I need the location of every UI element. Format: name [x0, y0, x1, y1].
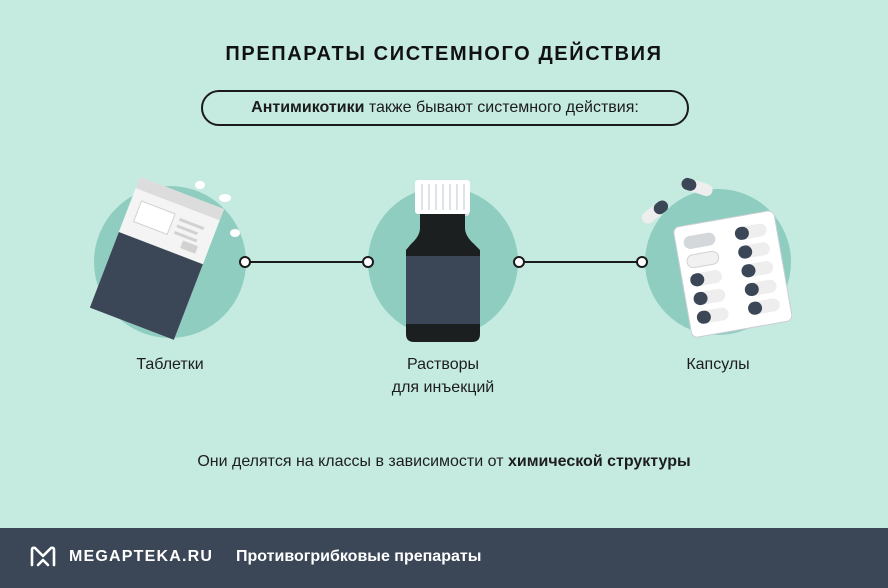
label-solutions-line2: для инъекций	[391, 379, 495, 396]
pill-text: также бывают системного действия:	[364, 99, 639, 116]
illustration	[89, 176, 793, 342]
label-solutions-line1: Растворы	[407, 356, 479, 373]
brand-name[interactable]: MEGAPTEKA.RU	[69, 548, 214, 565]
label-solutions: Растворы для инъекций	[363, 353, 523, 399]
pill-bold-text: Антимикотики	[251, 99, 365, 116]
bottle-icon	[406, 180, 480, 342]
footer-subtitle: Противогрибковые препараты	[236, 548, 482, 565]
subtitle-pill: Антимикотики также бывают системного дей…	[201, 90, 689, 126]
megapteka-logo-icon	[30, 546, 56, 567]
connector-right	[513, 256, 648, 268]
bottom-note-text: Они делятся на классы в зависимости от	[197, 453, 508, 470]
bottom-note: Они делятся на классы в зависимости от х…	[0, 453, 888, 471]
tablet-box-icon	[89, 176, 225, 340]
connector-left	[239, 256, 374, 268]
blister-icon	[673, 210, 793, 338]
label-tablets: Таблетки	[136, 356, 204, 373]
loose-capsules-icon	[641, 177, 713, 224]
bottom-note-bold: химической структуры	[507, 453, 691, 470]
label-capsules: Капсулы	[686, 356, 750, 373]
pills-icon	[195, 181, 240, 237]
page-title: ПРЕПАРАТЫ СИСТЕМНОГО ДЕЙСТВИЯ	[225, 43, 663, 65]
footer: MEGAPTEKA.RU Противогрибковые препараты	[0, 528, 888, 588]
